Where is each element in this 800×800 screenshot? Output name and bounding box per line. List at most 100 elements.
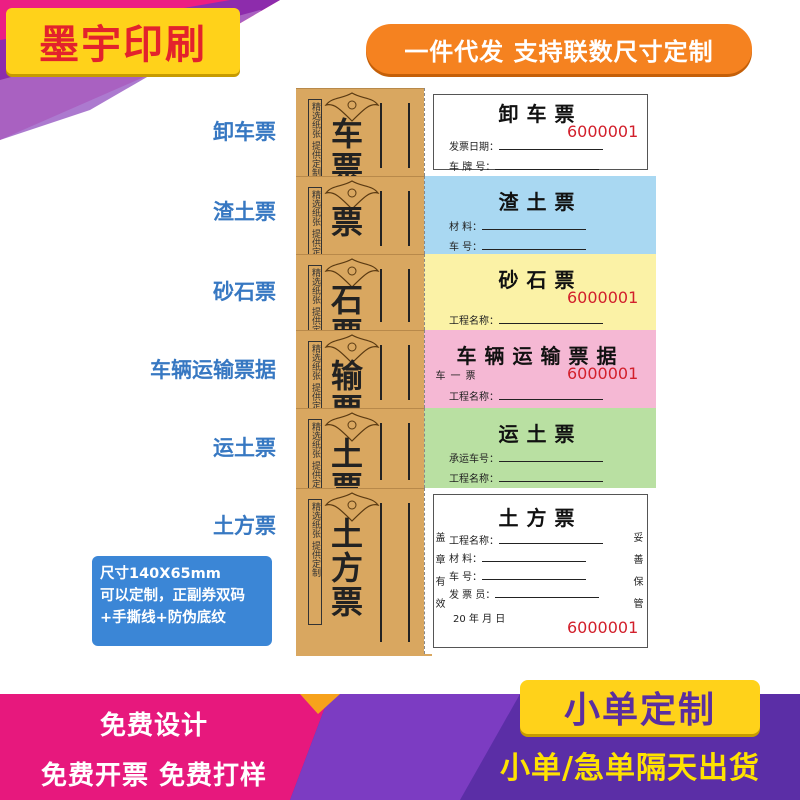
stub-line bbox=[380, 503, 382, 642]
slip-field-label: 工程名称： bbox=[449, 392, 499, 403]
slip-field: 发 票 员： bbox=[449, 586, 600, 601]
slip-serial: 6000001 bbox=[567, 288, 639, 307]
slip-field-line bbox=[482, 571, 587, 580]
slip-field-line bbox=[495, 161, 600, 170]
slip-title: 运土票 bbox=[498, 422, 583, 446]
stub-title: 土方票 bbox=[326, 517, 364, 619]
slip-title: 渣土票 bbox=[498, 190, 583, 214]
ticket-slip: 运土票承运车号： 工程名称： bbox=[424, 408, 656, 488]
slip-field: 工程名称： bbox=[449, 532, 603, 547]
slip-border bbox=[433, 494, 648, 648]
slip-field-label: 发票日期： bbox=[449, 142, 499, 153]
bottom-decoration bbox=[0, 694, 800, 800]
slip-title: 车辆运输票据 bbox=[456, 344, 625, 368]
slip-field-line bbox=[499, 453, 603, 462]
free-design-text: 免费设计 bbox=[99, 710, 208, 741]
ticket-stub: 精选纸张 提供定制石票 bbox=[296, 254, 432, 336]
stub-line bbox=[408, 503, 410, 642]
slip-field: 车 号： bbox=[449, 568, 587, 583]
slip-field-line bbox=[499, 473, 603, 482]
slip-field-label: 发 票 员： bbox=[449, 590, 496, 601]
stub-line bbox=[408, 103, 410, 168]
ornament-icon bbox=[324, 412, 380, 442]
stub-small-text: 精选纸张 提供定制 bbox=[308, 99, 322, 182]
label-earthwork-ticket: 土方票 bbox=[213, 514, 276, 538]
feature-banner: 一件代发 支持联数尺寸定制 bbox=[366, 24, 752, 74]
slip-field-label: 材 料： bbox=[449, 554, 483, 565]
slip-field-label: 工程名称： bbox=[449, 474, 499, 485]
slip-field-label: 工程名称： bbox=[449, 316, 499, 327]
slip-field-label: 车 号： bbox=[449, 242, 483, 253]
label-transport-ticket: 车辆运输票据 bbox=[150, 358, 276, 382]
stub-line bbox=[380, 269, 382, 322]
slip-side-text: 票一车 bbox=[433, 370, 474, 392]
spec-line-1: 尺寸140X65mm bbox=[100, 566, 221, 582]
ticket-slip: 渣土票材 料： 车 号： bbox=[424, 176, 656, 254]
slip-field-line bbox=[482, 241, 587, 250]
label-gravel-ticket: 砂石票 bbox=[213, 280, 276, 304]
slip-field-label: 车 号： bbox=[449, 572, 483, 583]
slip-field-line bbox=[495, 589, 600, 598]
slip-field-line bbox=[499, 535, 603, 544]
slip-field: 工程名称： bbox=[449, 470, 603, 485]
stub-small-text: 精选纸张 提供定制 bbox=[308, 341, 322, 414]
rush-order-text: 小单/急单隔天出货 bbox=[500, 751, 760, 786]
stub-line bbox=[408, 269, 410, 322]
ornament-icon bbox=[324, 258, 380, 288]
slip-field: 工程名称： bbox=[449, 388, 603, 403]
stub-line bbox=[380, 103, 382, 168]
slip-field: 车 牌 号： bbox=[449, 158, 600, 173]
stub-title: 票 bbox=[326, 205, 364, 239]
slip-field-label: 承运车号： bbox=[449, 454, 499, 465]
ticket-stub: 精选纸张 提供定制输票据 bbox=[296, 330, 432, 414]
stub-title: 车票 bbox=[326, 117, 364, 182]
ticket-stub: 精选纸张 提供定制土方票 bbox=[296, 488, 432, 656]
slip-field-line bbox=[499, 391, 603, 400]
label-unload-ticket: 卸车票 bbox=[213, 120, 276, 144]
slip-field-label: 工程名称： bbox=[449, 536, 499, 547]
stub-title: 输票据 bbox=[326, 359, 364, 414]
stub-line bbox=[408, 345, 410, 400]
slip-field: 发票日期： bbox=[449, 138, 603, 153]
slip-field: 承运车号： bbox=[449, 450, 603, 465]
stub-line bbox=[408, 191, 410, 246]
slip-serial: 6000001 bbox=[567, 618, 639, 637]
stub-line bbox=[408, 423, 410, 480]
label-muck-ticket: 渣土票 bbox=[213, 200, 276, 224]
stub-small-text: 精选纸张 提供定制 bbox=[308, 265, 322, 336]
banner-text: 一件代发 支持联数尺寸定制 bbox=[404, 37, 714, 66]
spec-box: 尺寸140X65mm 可以定制，正副券双码 +手撕线+防伪底纹 bbox=[92, 556, 272, 646]
slip-left-note: 盖章有效 bbox=[433, 532, 444, 620]
slip-field-line bbox=[499, 315, 603, 324]
ornament-icon bbox=[324, 92, 380, 122]
slip-right-note: 妥善保管 bbox=[631, 532, 642, 620]
ticket-slip: 土方票 6000001 工程名称： 材 料： 车 号： 发 票 员： 盖章有效 妥善保管 20 … bbox=[424, 488, 656, 654]
ticket-stub: 精选纸张 提供定制票 bbox=[296, 176, 432, 260]
slip-field: 材 料： bbox=[449, 218, 587, 233]
stub-title: 土票 bbox=[326, 437, 364, 494]
slip-title: 砂石票 bbox=[498, 268, 583, 292]
stub-line bbox=[380, 345, 382, 400]
stub-small-text: 精选纸张 提供定制 bbox=[308, 419, 322, 494]
brand-logo: 墨宇印刷 bbox=[6, 8, 240, 74]
slip-title: 土方票 bbox=[498, 506, 583, 530]
slip-field-label: 车 牌 号： bbox=[449, 162, 496, 173]
stub-small-text: 精选纸张 提供定制 bbox=[308, 187, 322, 260]
stub-line bbox=[380, 191, 382, 246]
stub-small-text: 精选纸张 提供定制 bbox=[308, 499, 322, 625]
stub-title: 石票 bbox=[326, 283, 364, 336]
spec-line-3: +手撕线+防伪底纹 bbox=[100, 610, 226, 626]
slip-field-line bbox=[482, 553, 587, 562]
ticket-stub: 精选纸张 提供定制土票 bbox=[296, 408, 432, 494]
slip-date: 20 年 月 日 bbox=[453, 614, 506, 625]
slip-field: 材 料： bbox=[449, 550, 587, 565]
slip-field-label: 材 料： bbox=[449, 222, 483, 233]
ornament-icon bbox=[324, 492, 380, 522]
label-soil-ticket: 运土票 bbox=[213, 436, 276, 460]
spec-line-2: 可以定制，正副券双码 bbox=[100, 588, 245, 604]
slip-field-line bbox=[482, 221, 587, 230]
ornament-icon bbox=[324, 180, 380, 210]
